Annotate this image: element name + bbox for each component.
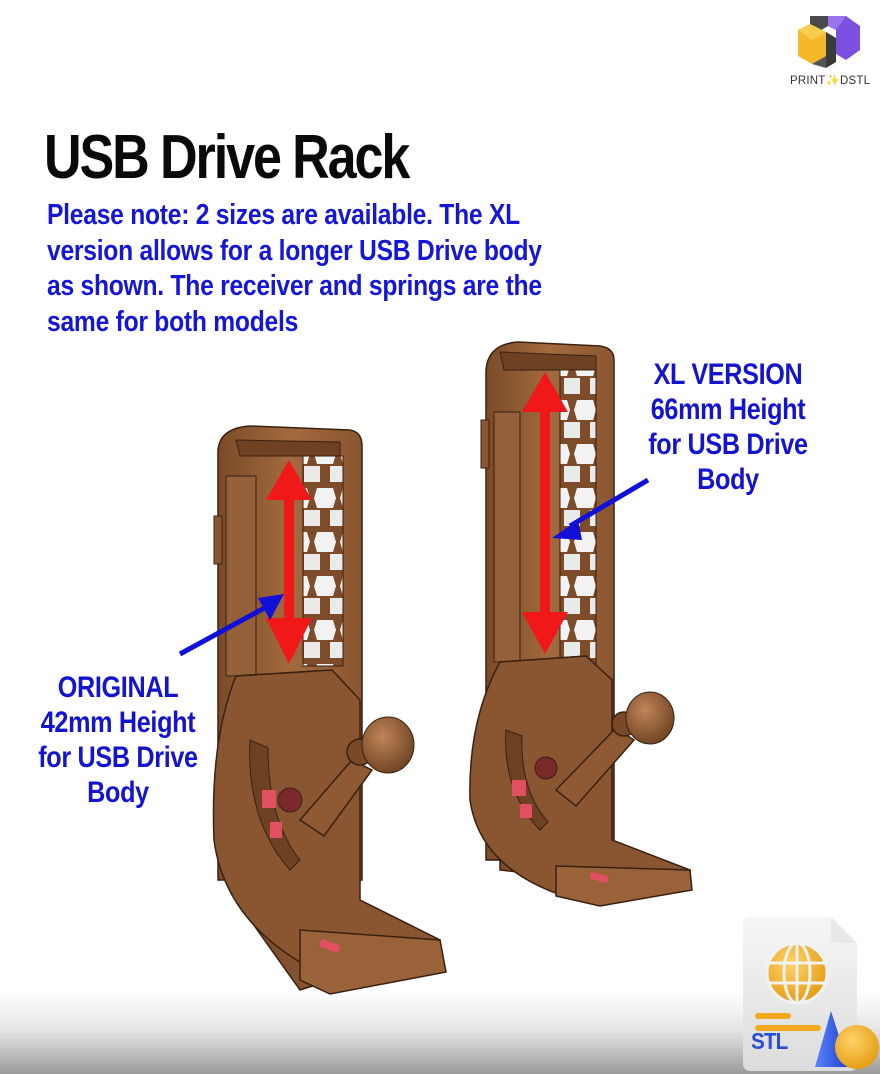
note-line: same for both models bbox=[47, 305, 299, 338]
stl-file-badge: STL bbox=[735, 915, 880, 1074]
note-line: as shown. The receiver and springs are t… bbox=[47, 270, 542, 302]
height-arrow-xl bbox=[522, 372, 568, 654]
logo-wordmark: PRINT✨DSTL bbox=[790, 75, 871, 87]
note-line: Please note: 2 sizes are available. The … bbox=[47, 199, 520, 231]
xl-rack-model bbox=[469, 341, 693, 907]
label-line: Body bbox=[697, 463, 759, 496]
note-line: version allows for a longer USB Drive bo… bbox=[47, 234, 542, 267]
printedstl-logo: PRINT✨DSTL bbox=[790, 10, 870, 90]
hexagon-logo-icon bbox=[798, 16, 860, 68]
label-line: 66mm Height bbox=[650, 393, 806, 426]
stl-file-icon bbox=[743, 917, 879, 1071]
xl-version-label: XL VERSION 66mm Height for USB Drive Bod… bbox=[627, 357, 829, 497]
label-line: for USB Drive bbox=[38, 741, 198, 774]
pointer-arrow-original bbox=[178, 594, 284, 657]
stl-label: STL bbox=[751, 1028, 788, 1054]
original-version-label: ORIGINAL 42mm Height for USB Drive Body bbox=[17, 670, 219, 810]
availability-note: Please note: 2 sizes are available. The … bbox=[47, 198, 693, 340]
pointer-arrow-xl bbox=[552, 477, 650, 540]
height-arrow-original bbox=[266, 460, 312, 664]
label-line: 42mm Height bbox=[40, 706, 196, 739]
page-title: USB Drive Rack bbox=[44, 123, 410, 192]
label-line: Body bbox=[87, 776, 149, 809]
original-rack-model bbox=[178, 425, 447, 995]
label-line: for USB Drive bbox=[648, 428, 808, 461]
label-line: XL VERSION bbox=[653, 358, 803, 391]
label-line: ORIGINAL bbox=[57, 671, 179, 704]
